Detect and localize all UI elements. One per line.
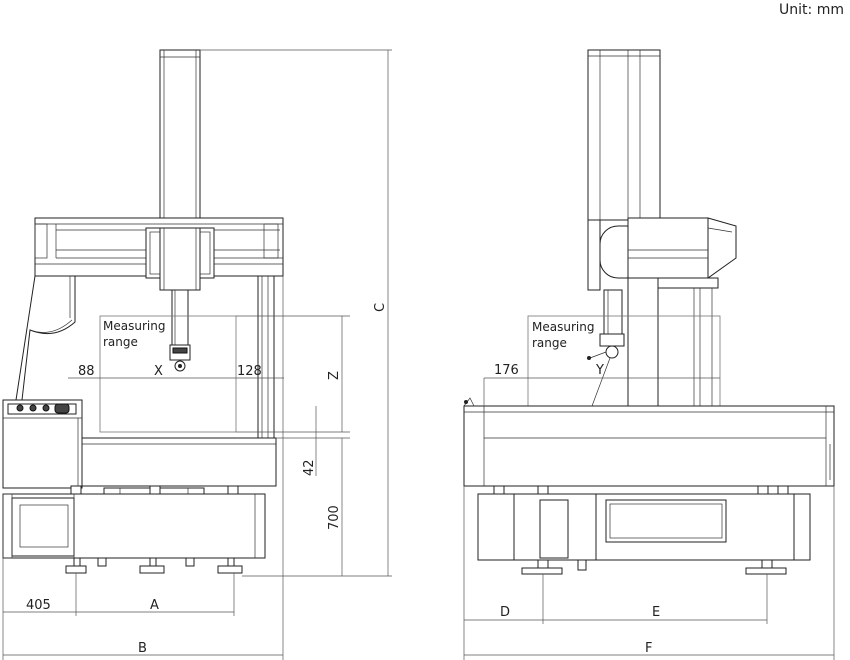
unit-label: Unit: mm (779, 2, 844, 18)
dim-c: C (373, 303, 388, 312)
dim-y: Y (595, 363, 604, 378)
side-granite-table (463, 405, 835, 487)
dim-128: 128 (237, 364, 262, 379)
dim-405: 405 (26, 598, 51, 613)
granite-table (81, 437, 277, 487)
front-view: Measuring range 88 X 128 Z 42 700 (2, 49, 392, 660)
dim-a: A (150, 598, 159, 613)
dim-f: F (645, 641, 652, 656)
side-range-label-2: range (532, 336, 567, 350)
side-range-label-1: Measuring (532, 320, 594, 334)
dim-700: 700 (327, 505, 342, 530)
side-ram (587, 49, 661, 221)
dim-d: D (500, 605, 510, 620)
side-view: Measuring range (463, 49, 835, 660)
dim-b: B (138, 641, 147, 656)
dim-x: X (154, 364, 163, 379)
probe-body (171, 289, 189, 346)
dim-176: 176 (494, 363, 519, 378)
front-range-label-1: Measuring (103, 319, 165, 333)
front-measuring-range (99, 315, 237, 433)
dim-42: 42 (302, 459, 317, 476)
dim-z: Z (327, 371, 342, 380)
control-box (2, 399, 83, 489)
right-column (257, 275, 275, 439)
dim-88: 88 (78, 364, 95, 379)
front-range-label-2: range (103, 335, 138, 349)
dim-e: E (652, 605, 660, 620)
left-column (15, 275, 76, 401)
